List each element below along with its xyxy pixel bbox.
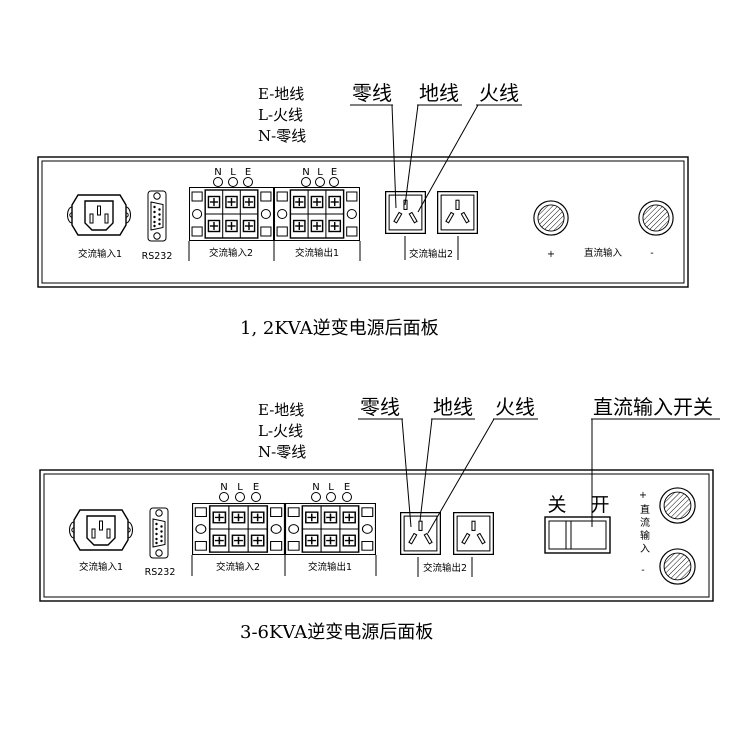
ac-output-1-terminal-block <box>274 187 360 241</box>
legend-neutral: N-零线 <box>258 443 306 461</box>
label-ac-output-1: 交流输出1 <box>295 247 339 259</box>
indicator-e <box>251 492 261 502</box>
terminal-letter-n: N <box>214 167 221 178</box>
indicator-n <box>311 492 321 502</box>
dc-input-switch <box>544 516 611 554</box>
ac-input-1-inlet <box>68 509 134 551</box>
legend-neutral: N-零线 <box>258 127 306 145</box>
leader-live <box>427 418 495 534</box>
terminal-label-dividers <box>188 241 361 261</box>
dc-negative-terminal <box>638 200 674 236</box>
caption-panel-1: 1, 2KVA逆变电源后面板 <box>240 318 439 339</box>
panel-1-2kva: E-地线 L-火线 N-零线 零线 地线 火线 交流输入1 RS232 N L … <box>37 81 689 339</box>
outlet-label-bracket <box>417 557 473 577</box>
indicator-n <box>301 177 311 187</box>
ac-input-2-terminal-block <box>189 187 274 241</box>
label-dc-input: 直流输入 <box>584 247 623 259</box>
terminal-letter-n: N <box>312 482 319 493</box>
ac-input-2-terminal-block <box>192 503 285 555</box>
terminal-letter-e: E <box>245 167 251 178</box>
label-ac-output-2: 交流输出2 <box>409 248 453 260</box>
panel-inner <box>43 473 710 598</box>
indicator-l <box>315 177 325 187</box>
indicator-n <box>219 492 229 502</box>
label-rs232: RS232 <box>145 567 176 578</box>
terminal-letter-n: N <box>220 482 227 493</box>
legend-live: L-火线 <box>258 106 303 124</box>
terminal-letter-l: L <box>317 167 323 178</box>
terminal-letter-l: L <box>328 482 334 493</box>
label-dc-minus: - <box>650 248 653 259</box>
leader-ground <box>404 104 419 206</box>
dc-negative-terminal <box>659 548 696 585</box>
label-dc-input: 直流输入 <box>638 503 650 556</box>
terminal-letter-e: E <box>331 167 337 178</box>
ac-output-2-outlet-b <box>453 512 494 555</box>
panel-3-6kva: E-地线 L-火线 N-零线 零线 地线 火线 直流输入开关 交流输入1 RS2… <box>39 395 720 643</box>
switch-frame <box>544 516 611 554</box>
dc-positive-terminal <box>533 200 569 236</box>
outlet-label-bracket <box>404 236 459 260</box>
panel-outer <box>37 156 689 288</box>
legend-earth: E-地线 <box>258 85 304 103</box>
label-ground: 地线 <box>433 395 473 419</box>
terminal-letter-l: L <box>237 482 243 493</box>
panel-inner <box>41 160 685 284</box>
terminal-letter-e: E <box>344 482 350 493</box>
label-dc-plus: + <box>639 490 647 501</box>
indicator-n <box>213 177 223 187</box>
legend-live: L-火线 <box>258 422 303 440</box>
ac-output-1-terminal-block <box>285 503 376 555</box>
indicator-l <box>326 492 336 502</box>
indicator-e <box>342 492 352 502</box>
label-ac-input-1: 交流输入1 <box>79 561 123 573</box>
indicator-l <box>228 177 238 187</box>
label-rs232: RS232 <box>142 251 173 262</box>
terminal-letter-n: N <box>302 167 309 178</box>
switch-rocker <box>548 520 607 550</box>
label-ac-input-2: 交流输入2 <box>209 247 253 259</box>
leader-neutral <box>401 418 412 528</box>
label-neutral: 零线 <box>360 395 400 419</box>
ac-input-1-inlet <box>66 194 132 236</box>
label-switch-off: 关 <box>547 494 566 516</box>
label-ac-output-1: 交流输出1 <box>308 561 352 573</box>
leader-live <box>417 104 479 213</box>
ac-output-2-outlet-b <box>437 191 478 234</box>
caption-panel-2: 3-6KVA逆变电源后面板 <box>240 622 433 643</box>
label-dc-switch: 直流输入开关 <box>593 395 713 419</box>
dc-positive-terminal <box>659 487 696 524</box>
label-dc-minus: - <box>641 565 644 576</box>
legend-earth: E-地线 <box>258 401 304 419</box>
label-switch-on: 开 <box>590 494 609 516</box>
indicator-l <box>235 492 245 502</box>
terminal-label-dividers <box>191 555 377 576</box>
label-live: 火线 <box>479 81 519 105</box>
panel-outer <box>39 469 714 602</box>
rs232-port <box>147 190 167 242</box>
label-ac-output-2: 交流输出2 <box>423 562 467 574</box>
rs232-port <box>149 507 169 559</box>
label-dc-plus: + <box>547 249 555 260</box>
indicator-e <box>243 177 253 187</box>
label-ac-input-2: 交流输入2 <box>216 561 260 573</box>
label-live: 火线 <box>495 395 535 419</box>
indicator-e <box>329 177 339 187</box>
label-ac-input-1: 交流输入1 <box>78 248 122 260</box>
label-ground: 地线 <box>419 81 459 105</box>
label-neutral: 零线 <box>352 81 392 105</box>
terminal-letter-l: L <box>230 167 236 178</box>
terminal-letter-e: E <box>253 482 259 493</box>
